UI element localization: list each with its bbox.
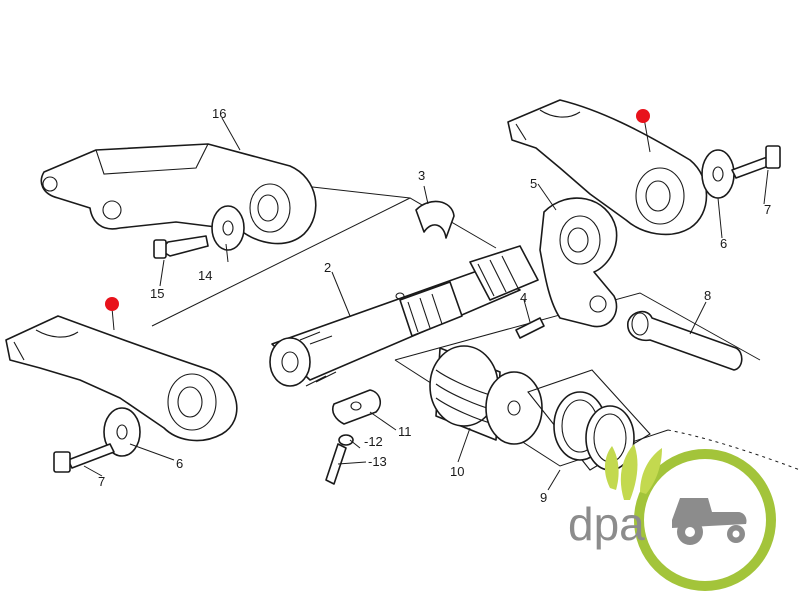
- dpa-logo-text: dpa: [568, 498, 645, 550]
- callout-14: 14: [198, 268, 212, 283]
- callout-12: -12: [364, 434, 383, 449]
- washer-12: [338, 434, 354, 446]
- wheat-icon: [604, 444, 662, 500]
- callout-6-left: 6: [176, 456, 183, 471]
- callout-7-right: 7: [764, 202, 771, 217]
- callout-6-right: 6: [720, 236, 727, 251]
- bushing-3: [415, 200, 455, 239]
- highlight-markers: [105, 109, 650, 311]
- callout-11: 11: [398, 424, 412, 439]
- callout-8: 8: [704, 288, 711, 303]
- washer-14: [211, 205, 245, 251]
- callout-10: 10: [450, 464, 464, 479]
- splined-shaft-2: [269, 245, 539, 387]
- callout-4: 4: [520, 290, 527, 305]
- pin-4: [515, 317, 545, 339]
- bolt-13: [325, 443, 347, 485]
- pin-8: [627, 310, 743, 371]
- callout-9: 9: [540, 490, 547, 505]
- sleeve-10: [429, 345, 543, 445]
- callout-15: 15: [150, 286, 164, 301]
- quadrant-arm-5: [539, 197, 618, 328]
- callout-labels: 16 3 2 5 4 8 6 7 6 7 14 15 -12 -13 11 10…: [98, 106, 771, 505]
- dpa-logo: dpa: [568, 444, 776, 591]
- callout-5: 5: [530, 176, 537, 191]
- highlight-dot-upper: [636, 109, 650, 123]
- callout-3: 3: [418, 168, 425, 183]
- callout-16: 16: [212, 106, 226, 121]
- highlight-dot-lower: [105, 297, 119, 311]
- seal-kit-9: [527, 369, 651, 471]
- leader-lines: [83, 117, 769, 491]
- lift-arm-right: [507, 99, 708, 236]
- lock-plate-11: [331, 389, 382, 425]
- lift-arm-left-upper: [40, 143, 317, 245]
- callout-13: -13: [368, 454, 387, 469]
- bolt-7-left: [53, 443, 115, 473]
- lift-arm-left-lower: [5, 315, 238, 442]
- bolt-15: [153, 235, 209, 259]
- callout-2: 2: [324, 260, 331, 275]
- callout-7-left: 7: [98, 474, 105, 489]
- washer-6-right: [701, 149, 735, 199]
- bolt-7-right: [731, 145, 781, 179]
- tractor-icon: [672, 498, 747, 545]
